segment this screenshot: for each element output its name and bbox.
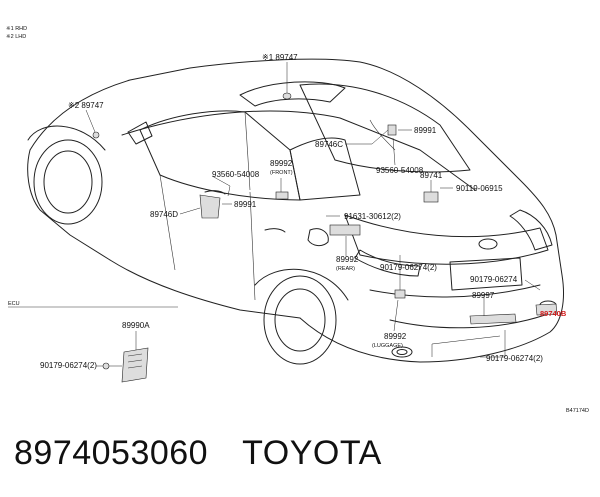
- ecu-nut: [102, 362, 110, 370]
- legend-note-lhd: ※2 LHD: [6, 33, 26, 40]
- ecu-module: [121, 347, 149, 383]
- highlighted-part: [535, 303, 558, 316]
- label-89746D: 89746D: [150, 210, 178, 219]
- sensor-89992-front: [275, 191, 289, 200]
- sensor-89741: [423, 191, 439, 203]
- label-91631: 91631-30612(2): [344, 212, 401, 221]
- label-90179-ecu: 90179-06274(2): [40, 361, 97, 370]
- label-89997: 89997: [472, 291, 495, 300]
- part-number: 8974053060: [14, 434, 209, 472]
- label-89992-front-sub: (FRONT): [270, 170, 293, 176]
- label-89992-luggage-sub: (LUGGAGE): [372, 343, 403, 349]
- sensor-89747-roof: [282, 92, 292, 100]
- car-body-outline: [27, 58, 564, 365]
- parts-diagram: ※1 RHD ※2 LHD: [6, 25, 589, 414]
- label-89992-rear-sub: (REAR): [336, 266, 355, 272]
- ecu-inset: ECU 89990A 90179-06274(2): [8, 301, 178, 383]
- sensor-89992-luggage: [394, 289, 406, 299]
- label-89992-luggage: 89992: [384, 332, 407, 341]
- caption-bar: 8974053060 TOYOTA: [14, 434, 594, 484]
- sensor-89992-rear: [329, 224, 361, 236]
- leader-lines: [85, 62, 541, 358]
- part-shapes: [92, 92, 558, 325]
- label-89991-door: 89991: [234, 200, 257, 209]
- label-93560-door: 93560-54008: [212, 170, 260, 179]
- sensor-89747-side: [92, 131, 100, 139]
- figure-code: B47174D: [566, 408, 589, 414]
- label-90179-c: 90179-06274(2): [486, 354, 543, 363]
- sensor-89991-roof: [387, 124, 397, 136]
- sensor-89997: [469, 313, 517, 325]
- label-89746C: 89746C: [315, 140, 343, 149]
- label-90179-b: 90179-06274: [470, 275, 518, 284]
- brand-name: TOYOTA: [242, 434, 382, 472]
- label-89747-rhd: ※1 89747: [262, 53, 298, 62]
- ecu-title: ECU: [8, 301, 20, 307]
- label-90119: 90119-06915: [456, 184, 503, 193]
- label-89990A: 89990A: [122, 321, 150, 330]
- sensor-89746D: [199, 194, 221, 219]
- label-89992-front: 89992: [270, 159, 293, 168]
- label-highlighted-part[interactable]: 89740B: [540, 309, 567, 318]
- label-89992-rear: 89992: [336, 255, 359, 264]
- label-90179-a: 90179-06274(2): [380, 263, 437, 272]
- label-89991-roof: 89991: [414, 126, 437, 135]
- label-89741: 89741: [420, 171, 443, 180]
- label-89747-lhd: ※2 89747: [68, 101, 104, 110]
- legend-note-rhd: ※1 RHD: [6, 25, 27, 32]
- label-93560-roof: 93560-54008: [376, 166, 424, 175]
